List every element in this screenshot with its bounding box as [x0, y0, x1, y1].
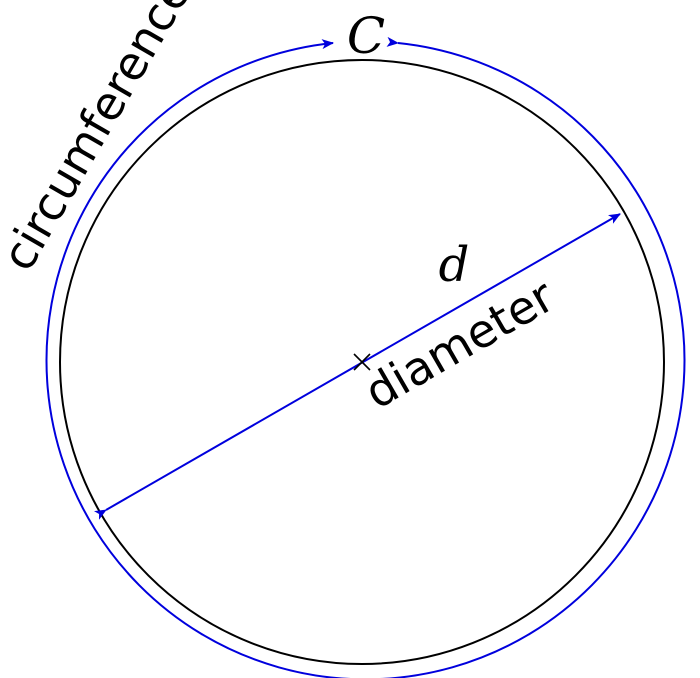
circumference-symbol-label: C — [347, 7, 385, 65]
circle-outline — [59, 59, 665, 665]
center-mark — [353, 353, 371, 371]
diameter-symbol-label: d — [439, 237, 470, 293]
circumference-arc-arrow — [45, 36, 686, 678]
circumference-label: circumference — [0, 0, 202, 279]
